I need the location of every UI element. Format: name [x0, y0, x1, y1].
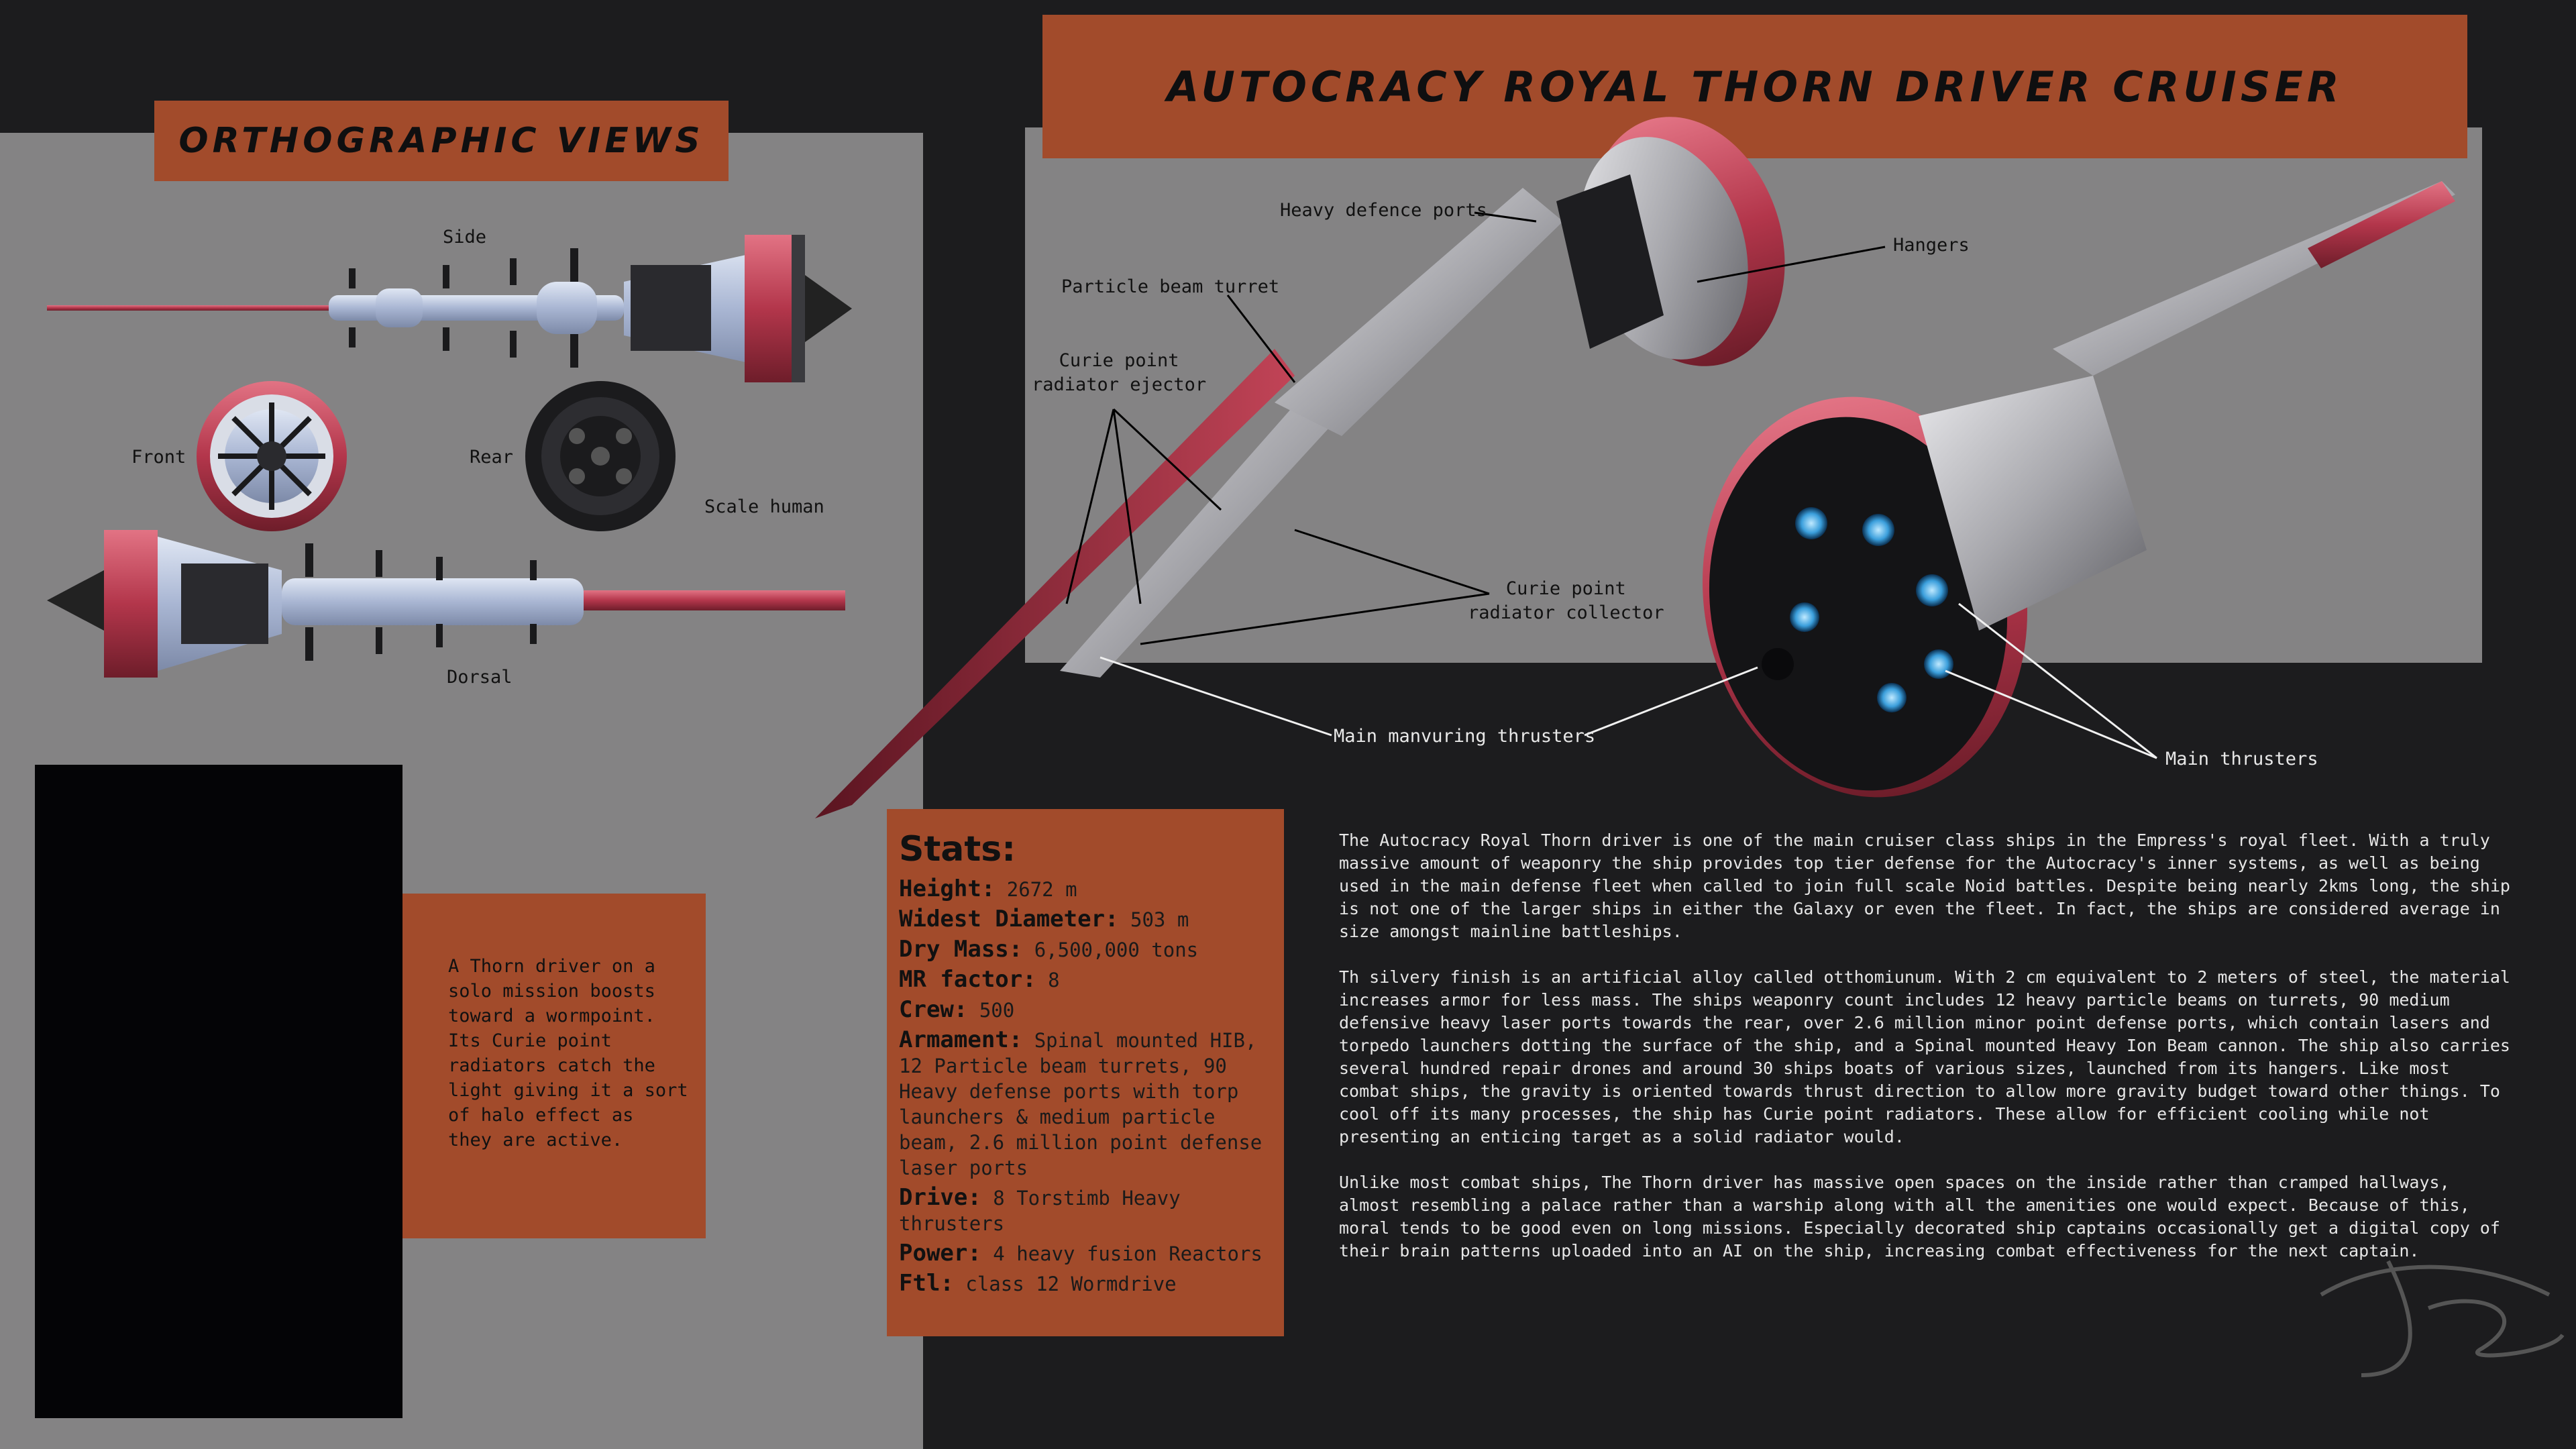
- stat-row: Power: 4 heavy fusion Reactors: [899, 1240, 1272, 1267]
- signature: [2320, 1260, 2565, 1377]
- stat-value: class 12 Wormdrive: [965, 1273, 1177, 1295]
- stat-label: Height:: [899, 875, 996, 902]
- stats-heading: Stats:: [899, 829, 1016, 869]
- description-paragraph: The Autocracy Royal Thorn driver is one …: [1339, 830, 2510, 941]
- callout-curie-collector: Curie point radiator collector: [1468, 578, 1664, 623]
- rear-view: [525, 381, 676, 531]
- callout-main-thrusters: Main thrusters: [2165, 749, 2318, 769]
- stats-list: Height: 2672 m Widest Diameter: 503 m Dry …: [899, 876, 1272, 1297]
- stat-value: 8 Torstimb Heavy thrusters: [899, 1187, 1181, 1235]
- stat-value: 2672 m: [1006, 878, 1077, 901]
- ortho-banner: Orthographic Views: [154, 101, 729, 181]
- stat-label: Dry Mass:: [899, 936, 1023, 963]
- front-view: [197, 381, 347, 531]
- ortho-heading: Orthographic Views: [178, 121, 704, 161]
- stat-label: Widest Diameter:: [899, 906, 1119, 932]
- stat-row: Dry Mass: 6,500,000 tons: [899, 936, 1272, 963]
- stat-label: Power:: [899, 1240, 981, 1267]
- stat-label: MR factor:: [899, 966, 1036, 993]
- label-side: Side: [443, 227, 487, 248]
- callout-hangers: Hangers: [1893, 235, 1970, 256]
- title-banner: Autocracy Royal Thorn Driver Cruiser: [1042, 15, 2467, 158]
- stat-row: Armament: Spinal mounted HIB, 12 Particl…: [899, 1027, 1272, 1181]
- stat-row: Ftl: class 12 Wormdrive: [899, 1271, 1272, 1297]
- stat-row: MR factor: 8: [899, 967, 1272, 993]
- caption-box: [402, 894, 706, 1238]
- stat-label: Drive:: [899, 1184, 981, 1211]
- label-scale-human: Scale human: [704, 496, 824, 517]
- stat-label: Crew:: [899, 996, 968, 1023]
- stat-label: Ftl:: [899, 1270, 954, 1297]
- stat-row: Drive: 8 Torstimb Heavy thrusters: [899, 1185, 1272, 1236]
- description-paragraph: Unlike most combat ships, The Thorn driv…: [1339, 1173, 2500, 1260]
- callout-main-manvuring: Main manvuring thrusters: [1334, 726, 1596, 747]
- stat-row: Height: 2672 m: [899, 876, 1272, 902]
- callout-heavy-defence: Heavy defence ports: [1280, 200, 1487, 221]
- stat-row: Crew: 500: [899, 997, 1272, 1023]
- stat-value: Spinal mounted HIB, 12 Particle beam tur…: [899, 1029, 1263, 1179]
- callout-curie-ejector: Curie point radiator ejector: [1032, 350, 1207, 395]
- stat-value: 4 heavy fusion Reactors: [993, 1242, 1263, 1265]
- dorsal-view: [47, 530, 845, 678]
- label-rear: Rear: [470, 447, 514, 468]
- callout-lines: [1065, 211, 1886, 645]
- label-dorsal: Dorsal: [447, 667, 513, 688]
- label-front: Front: [131, 447, 186, 468]
- mission-photo: [35, 765, 402, 1418]
- page-title: Autocracy Royal Thorn Driver Cruiser: [1167, 62, 2343, 111]
- stat-value: 500: [979, 999, 1015, 1022]
- description: The Autocracy Royal Thorn driver is one …: [1339, 829, 2513, 1285]
- main-ship-render: [815, 117, 2455, 818]
- stat-value: 503 m: [1130, 908, 1189, 931]
- stat-value: 8: [1048, 969, 1060, 991]
- stats-box: Stats: Height: 2672 m Widest Diameter: 50…: [887, 809, 1284, 1336]
- side-view: [47, 235, 852, 382]
- stat-label: Armament:: [899, 1026, 1023, 1053]
- callout-lines-light: [1099, 602, 2157, 759]
- callout-particle-turret: Particle beam turret: [1061, 276, 1280, 297]
- stat-value: 6,500,000 tons: [1034, 938, 1199, 961]
- photo-caption: A Thorn driver on a solo mission boosts …: [448, 956, 688, 1150]
- stat-row: Widest Diameter: 503 m: [899, 906, 1272, 932]
- description-paragraph: Th silvery finish is an artificial alloy…: [1339, 967, 2510, 1146]
